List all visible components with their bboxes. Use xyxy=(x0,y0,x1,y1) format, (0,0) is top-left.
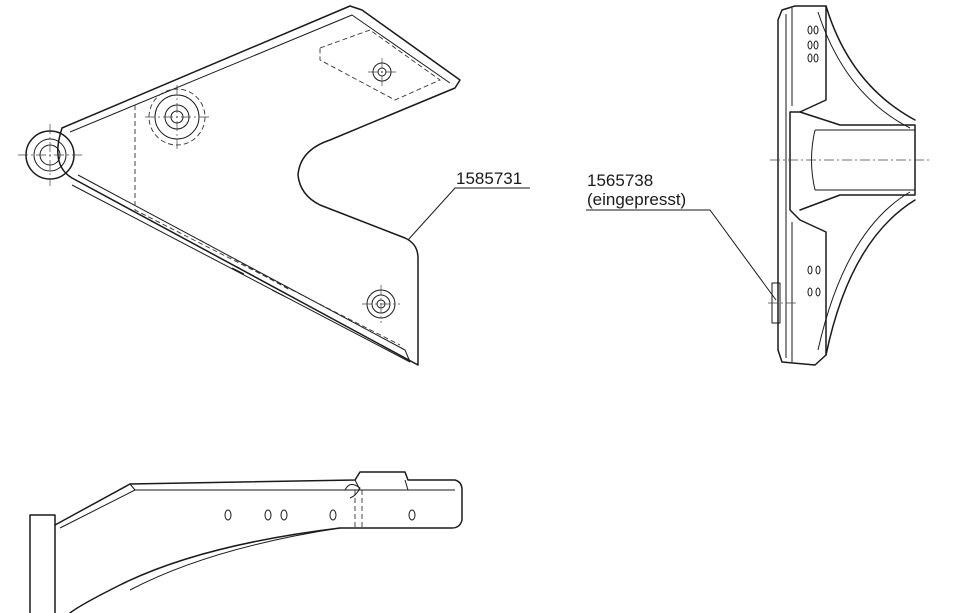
side-backplate xyxy=(777,5,827,366)
bracket-outer-outline xyxy=(57,5,461,366)
plan-view-bracket xyxy=(18,5,461,366)
side-small-holes xyxy=(807,25,821,297)
front-view-bracket xyxy=(29,471,463,613)
callout-part-a-number: 1585731 xyxy=(456,169,522,188)
side-view-bracket xyxy=(768,5,930,366)
bracket-hidden-edge xyxy=(134,105,401,346)
bracket-bottom-flange xyxy=(77,174,411,363)
side-tube xyxy=(799,111,916,211)
bracket-top-flange xyxy=(69,14,451,133)
callout-part-b-number: 1565738 xyxy=(587,171,653,190)
callout-part-a-leader xyxy=(407,187,530,241)
callout-part-b: 1565738 (eingepresst) xyxy=(586,171,777,301)
front-holes xyxy=(224,509,416,521)
front-hidden-edges xyxy=(354,490,363,528)
side-upper-web xyxy=(825,5,916,121)
callout-part-a: 1585731 xyxy=(407,169,530,241)
callout-part-b-note: (eingepresst) xyxy=(587,190,686,209)
side-lower-web xyxy=(825,199,916,356)
front-backplate xyxy=(29,514,56,613)
callout-part-b-leader xyxy=(586,209,777,301)
front-top-arm xyxy=(54,471,463,613)
